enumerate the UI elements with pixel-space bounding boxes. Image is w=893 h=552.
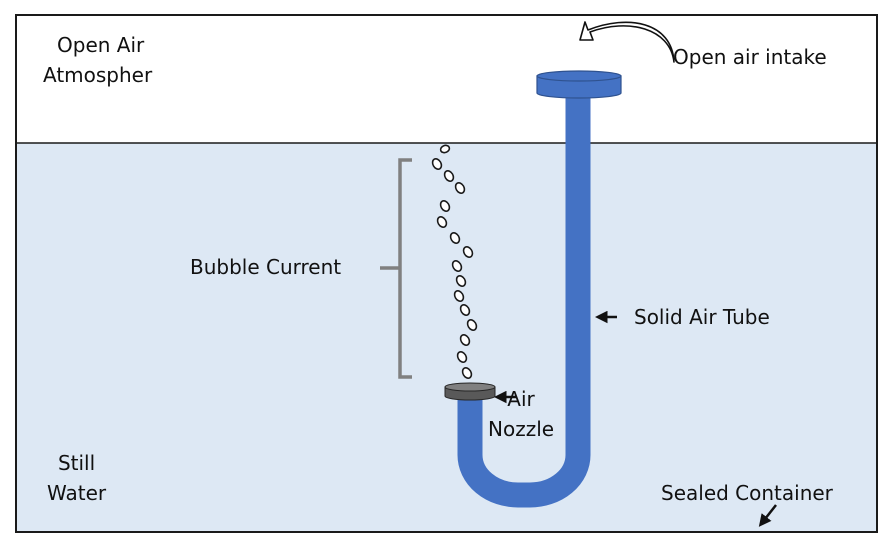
bubble	[454, 182, 466, 194]
still-water-label-line1: Still	[57, 451, 96, 475]
bubble-current-bracket	[380, 158, 412, 379]
bubble	[443, 170, 455, 182]
still-water-label-line2: Water	[47, 481, 107, 505]
bubble	[462, 246, 474, 258]
nozzle-label: Air Nozzle	[488, 384, 554, 444]
bubble	[436, 216, 448, 228]
atmosphere-label-line1: Open Air	[57, 33, 145, 57]
bubble	[461, 367, 473, 379]
bubble	[439, 200, 451, 212]
bubble	[453, 290, 465, 302]
intake-cap	[536, 70, 622, 99]
bubble	[459, 334, 471, 346]
bubble-current	[431, 144, 478, 379]
atmosphere-label: Open Air Atmospher	[43, 30, 152, 90]
air-region	[16, 15, 877, 143]
nozzle-label-line2: Nozzle	[488, 417, 555, 441]
solid-air-tube	[457, 94, 591, 508]
sealed-container-label: Sealed Container	[661, 481, 833, 505]
bubble	[466, 319, 478, 331]
bubble	[459, 304, 471, 316]
atmosphere-label-line2: Atmospher	[43, 63, 153, 87]
bubble-current-label: Bubble Current	[190, 255, 342, 279]
intake-label: Open air intake	[673, 45, 827, 69]
bubble	[431, 158, 443, 170]
air-tube-label: Solid Air Tube	[634, 305, 770, 329]
bubble	[439, 144, 451, 154]
bubble	[449, 232, 461, 244]
still-water-label: Still Water	[47, 448, 106, 508]
nozzle-label-line1: Air	[507, 387, 535, 411]
curved-arrow-icon	[579, 21, 675, 63]
bubble	[455, 275, 467, 287]
sealed-container-outline	[15, 14, 878, 533]
bubble	[456, 351, 468, 363]
bubble	[451, 260, 463, 272]
arrow-icon	[758, 504, 777, 527]
